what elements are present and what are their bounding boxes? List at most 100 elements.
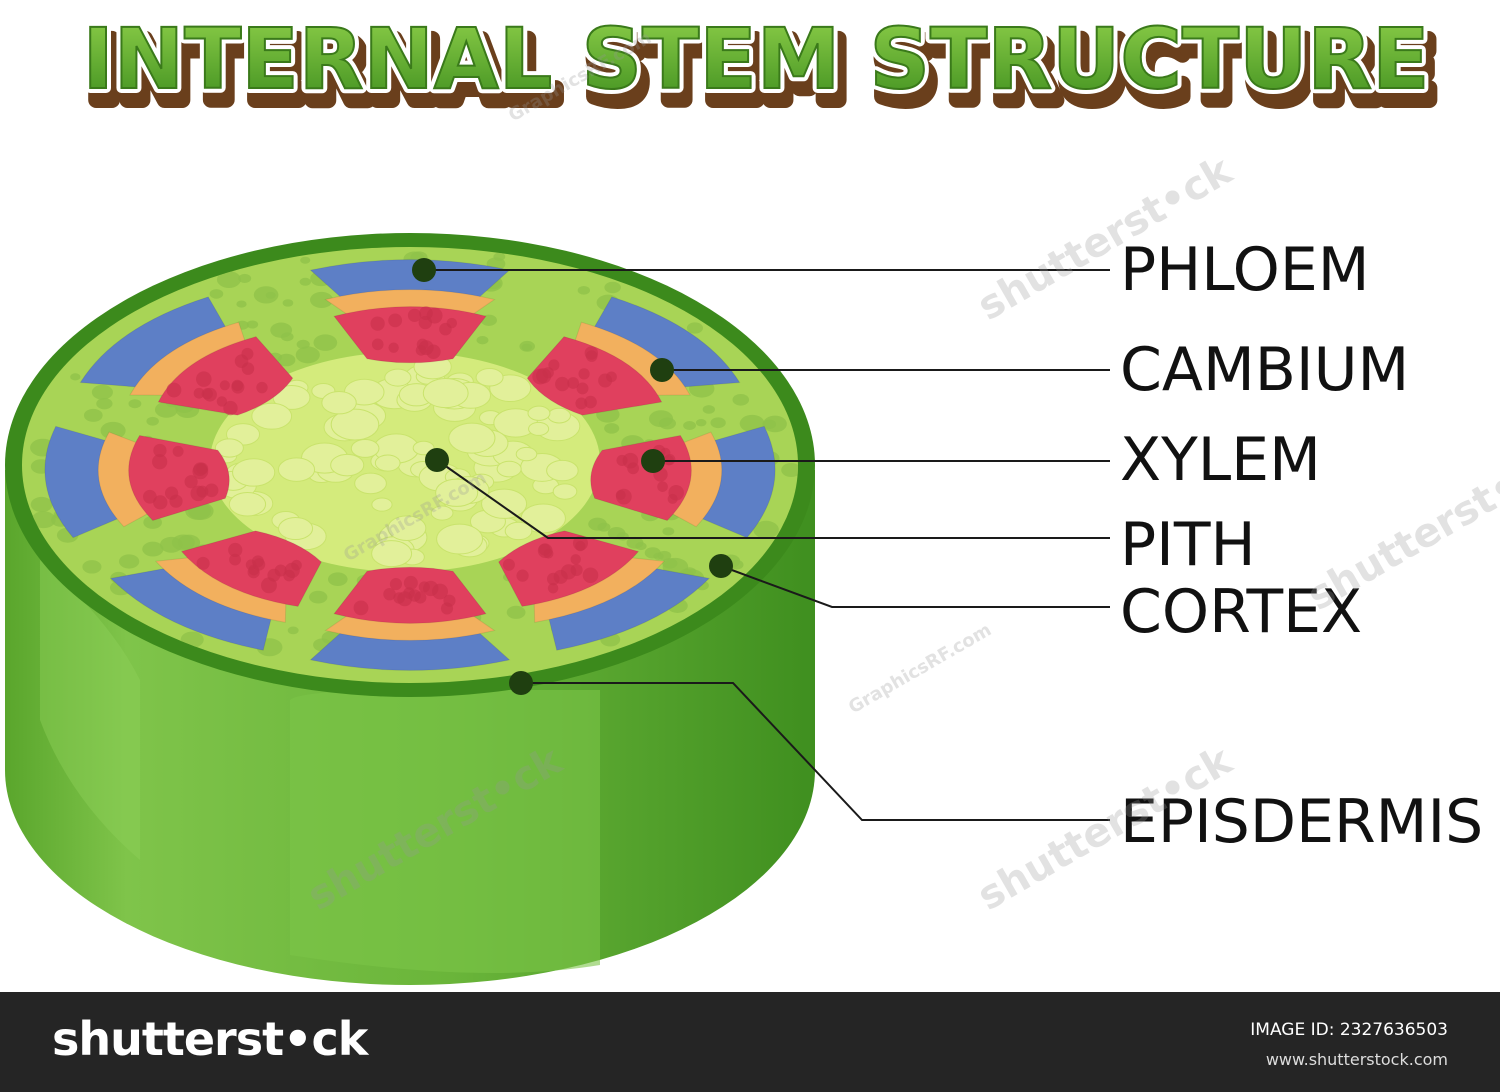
pith-cell (350, 438, 380, 458)
pith-cell (371, 540, 413, 568)
xylem-cell (403, 575, 418, 590)
xylem-cell (414, 591, 427, 604)
xylem-cell (388, 313, 403, 328)
cortex-cell (519, 340, 535, 352)
cortex-cell (128, 399, 142, 409)
cortex-cell (287, 626, 299, 635)
cortex-cell (653, 552, 664, 560)
cortex-cell (616, 532, 629, 541)
xylem-leader-dot (641, 449, 665, 473)
cortex-cell (216, 271, 241, 288)
pith-cell (354, 472, 387, 495)
cortex-cell (209, 289, 224, 299)
pith-cell (547, 407, 571, 424)
xylem-cell (231, 379, 244, 392)
cortex-cell (31, 511, 56, 529)
xylem-cell (353, 600, 369, 616)
phloem-leader-dot (412, 258, 436, 282)
xylem-cell (439, 322, 452, 336)
xylem-cell (560, 564, 577, 580)
pith-cell (232, 458, 276, 487)
cortex-cell (246, 320, 259, 329)
xylem-cell (657, 481, 668, 492)
xylem-cell (547, 582, 559, 594)
cortex-cell (70, 373, 81, 381)
cortex-cell (597, 522, 611, 532)
xylem-cell (388, 342, 399, 353)
pith-cell (384, 368, 412, 387)
cortex-cell (695, 419, 707, 427)
xylem-cell (193, 387, 205, 399)
xylem-cell (203, 387, 217, 402)
xylem-cell (516, 569, 529, 582)
epidermis-leader (521, 682, 1110, 821)
label-phloem: PHLOEM (1120, 235, 1370, 305)
pith-cell (528, 421, 550, 436)
title-graphic: INTERNAL STEM STRUCTURE INTERNAL STEM ST… (78, 5, 1444, 128)
cortex-cell (282, 299, 294, 307)
xylem-cell (575, 540, 586, 552)
cortex-cell (506, 605, 526, 619)
cortex-cell (146, 416, 159, 426)
xylem-cell (196, 371, 212, 387)
pith-cell (430, 505, 454, 521)
xylem-cell (228, 542, 243, 558)
xylem-cell (548, 359, 560, 371)
cortex-cell (729, 559, 744, 570)
xylem-cell (598, 373, 613, 388)
cortex-cell (702, 405, 715, 414)
xylem-cell (575, 397, 588, 410)
pith-cell (387, 515, 427, 541)
cortex-cell (270, 322, 293, 338)
footer-url[interactable]: www.shutterstock.com (1265, 1050, 1448, 1069)
xylem-cell (407, 308, 422, 323)
cortex-cell (83, 408, 103, 422)
xylem-cell (502, 558, 515, 571)
cortex-cell (604, 281, 621, 294)
pith-cell (435, 478, 479, 507)
footer-bar: shutterst•ck IMAGE ID: 2327636503 www.sh… (0, 992, 1500, 1092)
cortex-cell (159, 536, 183, 553)
xylem-cell (241, 347, 254, 360)
cortex-cell (710, 417, 726, 429)
stem-side-highlight (290, 690, 600, 973)
footer-logo[interactable]: shutterst•ck (52, 1012, 368, 1066)
cortex-cell (143, 515, 162, 529)
xylem-cell (169, 494, 183, 508)
pith-leader (436, 459, 1110, 539)
xylem-cell (426, 307, 443, 324)
title-shadow: INTERNAL STEM STRUCTURE (89, 22, 1436, 120)
xylem-cell (432, 583, 448, 600)
cortex-cell (753, 520, 779, 539)
xylem-cell (667, 493, 678, 504)
cortex-cell (238, 273, 252, 283)
xylem-cell (555, 376, 570, 392)
pith-cell (277, 457, 316, 482)
cortex-cell (739, 414, 765, 433)
cortex-cell (253, 286, 279, 304)
vascular-bundles (44, 259, 776, 671)
title-outline: INTERNAL STEM STRUCTURE (83, 10, 1430, 108)
pith-cell (448, 422, 496, 454)
pith-cell (330, 453, 365, 477)
cortex-cell (300, 256, 311, 264)
xylem-band (157, 336, 294, 416)
vascular-bundle (79, 296, 294, 416)
cortex-cell (762, 419, 777, 430)
pith-cell (228, 491, 267, 517)
pith-cell (278, 516, 314, 541)
xylem-cell (576, 382, 589, 395)
stem-side-shade (40, 560, 140, 860)
pith-cell (527, 405, 551, 421)
xylem-cell (418, 340, 434, 356)
cortex-cell (277, 353, 296, 367)
stem-illustration (5, 233, 1110, 985)
xylem-cell (443, 594, 456, 607)
xylem-cell (584, 346, 599, 360)
xylem-band (526, 336, 663, 416)
xylem-cell (223, 400, 238, 416)
xylem-cell (389, 578, 403, 591)
xylem-cell (193, 462, 207, 477)
cortex-cell (732, 393, 750, 406)
cortex-cell (236, 300, 247, 308)
